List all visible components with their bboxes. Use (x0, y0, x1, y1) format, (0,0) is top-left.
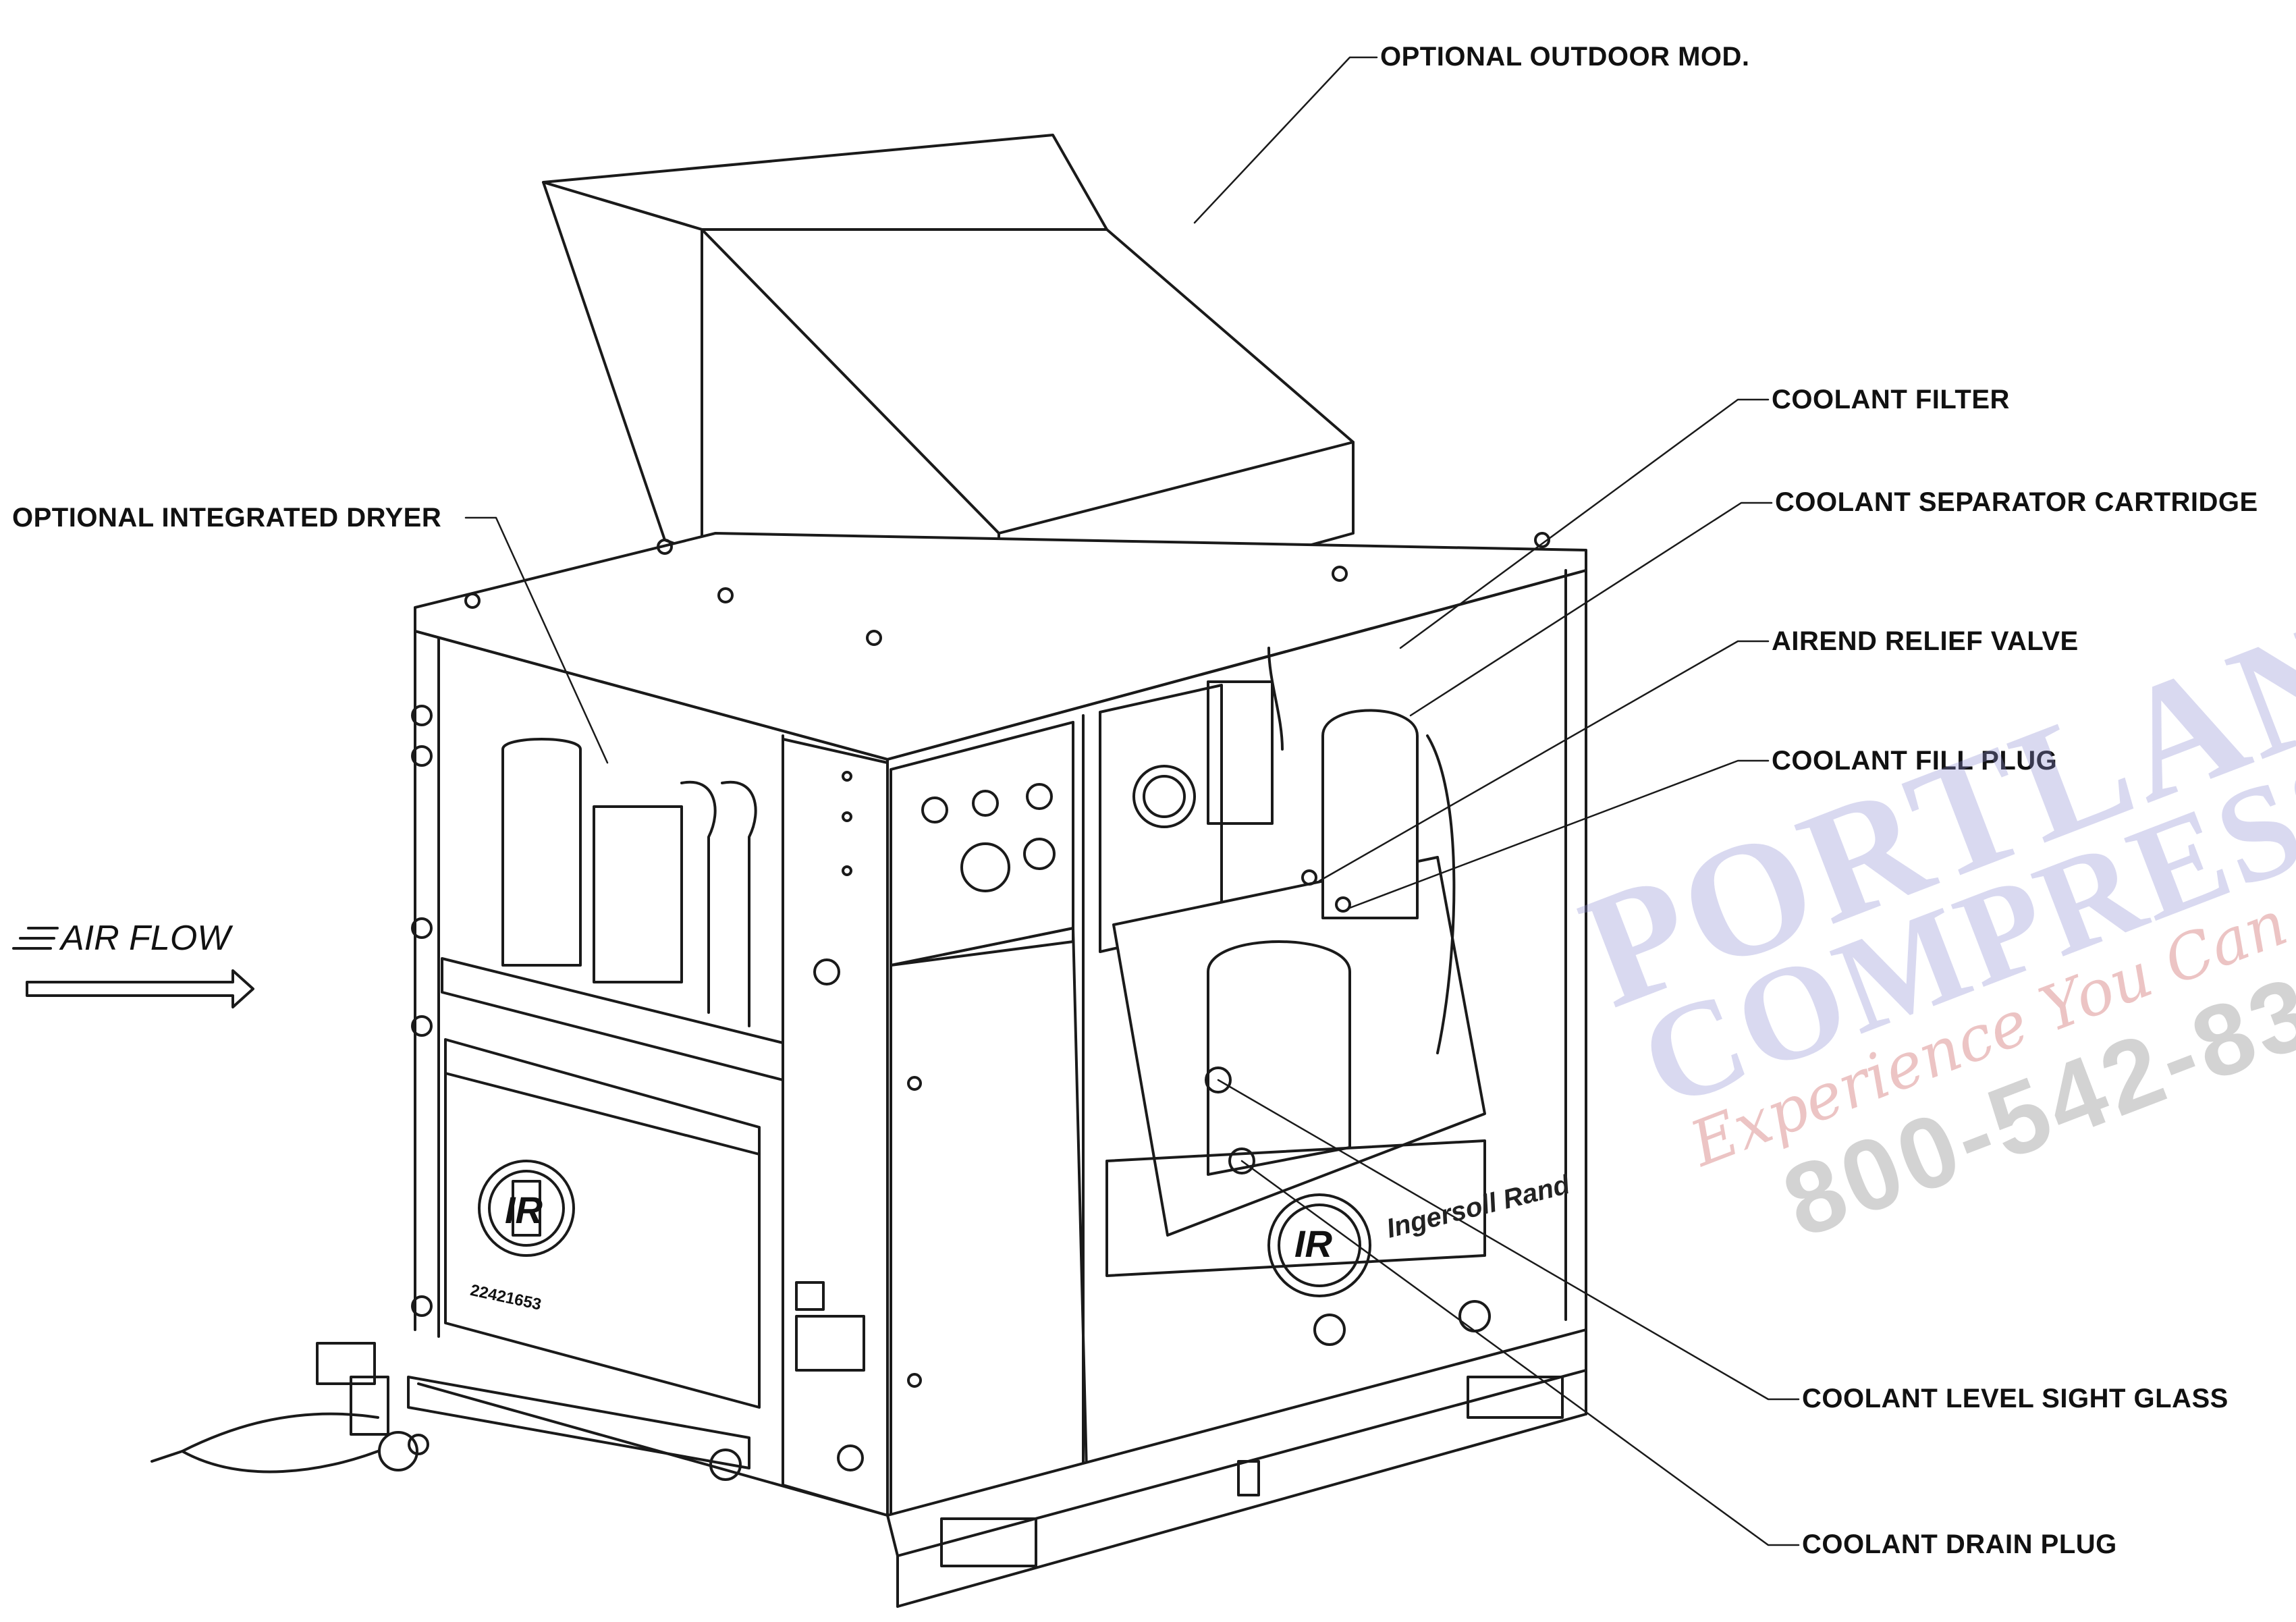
air-flow-label: AIR FLOW (61, 919, 231, 958)
base-ir-logo: IR (1294, 1222, 1332, 1265)
callout-sight-glass: COOLANT LEVEL SIGHT GLASS (1802, 1384, 2229, 1413)
outdoor-hood (542, 134, 1355, 632)
control-panel (890, 721, 1074, 967)
callout-outdoor-mod: OPTIONAL OUTDOOR MOD. (1380, 42, 1750, 72)
base-frame (407, 1328, 1587, 1608)
callout-drain-plug: COOLANT DRAIN PLUG (1802, 1530, 2117, 1559)
callout-coolant-filter: COOLANT FILTER (1772, 385, 2010, 414)
drain-valve-assembly (151, 1342, 429, 1474)
panel-ir-logo: IR (505, 1189, 543, 1231)
callout-relief-valve: AIREND RELIEF VALVE (1772, 626, 2079, 656)
airend-section (1082, 569, 1587, 1473)
dryer-unit (441, 738, 825, 1409)
callout-integrated-dryer: OPTIONAL INTEGRATED DRYER (12, 503, 442, 533)
callout-separator-cartridge: COOLANT SEPARATOR CARTRIDGE (1775, 487, 2258, 517)
air-flow-arrow (12, 927, 254, 1008)
ir-brand-logo (1267, 1193, 1371, 1297)
callout-fill-plug: COOLANT FILL PLUG (1772, 746, 2058, 776)
leader-lines (464, 56, 1800, 1546)
